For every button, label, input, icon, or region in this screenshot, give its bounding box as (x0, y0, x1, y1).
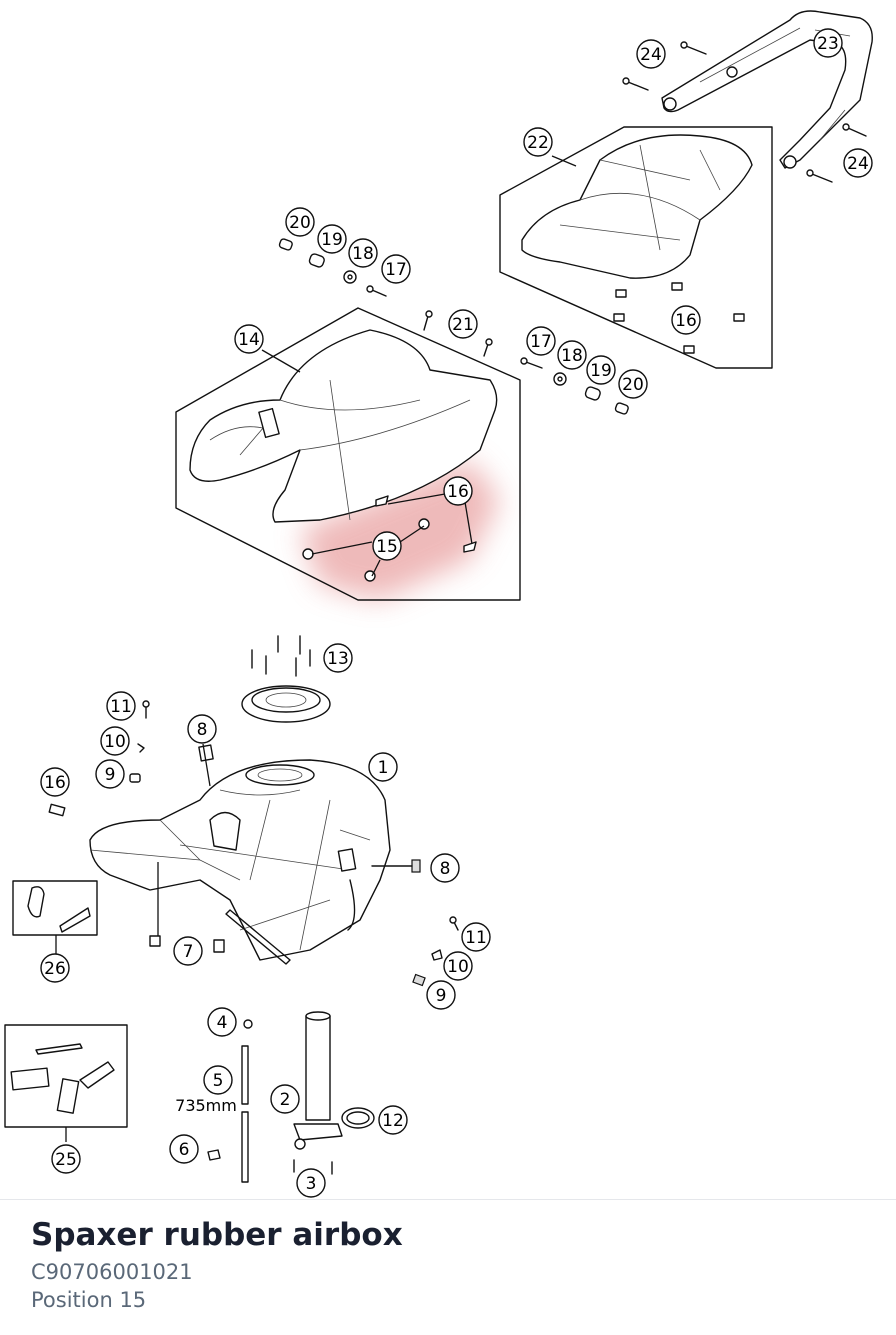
callout-14[interactable]: 14 (234, 324, 264, 354)
exploded-parts-diagram: 24 23 22 24 20 19 18 17 21 14 16 17 18 1… (4, 10, 873, 1198)
callout-26[interactable]: 26 (40, 953, 70, 983)
callout-16c[interactable]: 16 (40, 767, 70, 797)
screws-13 (251, 635, 311, 677)
callout-4[interactable]: 4 (207, 1007, 237, 1037)
callout-18b[interactable]: 18 (557, 340, 587, 370)
svg-text:16: 16 (447, 482, 469, 502)
callout-25[interactable]: 25 (51, 1144, 81, 1174)
part-position: Position 15 (31, 1288, 147, 1312)
svg-text:1: 1 (378, 758, 389, 778)
svg-text:18: 18 (352, 244, 374, 264)
part-number: C90706001021 (31, 1260, 193, 1284)
svg-text:24: 24 (847, 154, 869, 174)
callout-11b[interactable]: 11 (461, 922, 491, 952)
svg-text:14: 14 (238, 330, 260, 350)
svg-text:17: 17 (385, 260, 407, 280)
svg-text:15: 15 (376, 537, 398, 557)
callout-5[interactable]: 5 (203, 1065, 233, 1095)
svg-text:9: 9 (105, 765, 116, 785)
svg-text:2: 2 (280, 1090, 291, 1110)
callout-18a[interactable]: 18 (348, 238, 378, 268)
callout-15[interactable]: 15 (372, 531, 402, 561)
svg-text:22: 22 (527, 133, 549, 153)
svg-text:10: 10 (104, 732, 126, 752)
callout-16b[interactable]: 16 (443, 476, 473, 506)
callout-1[interactable]: 1 (368, 752, 398, 782)
callout-10a[interactable]: 10 (100, 726, 130, 756)
svg-text:10: 10 (447, 957, 469, 977)
svg-text:26: 26 (44, 959, 66, 979)
svg-text:11: 11 (465, 928, 487, 948)
part-info: Spaxer rubber airbox C90706001021 Positi… (31, 1212, 403, 1314)
svg-text:20: 20 (289, 213, 311, 233)
bolts-24 (622, 41, 867, 183)
svg-text:17: 17 (530, 332, 552, 352)
grab-handle (661, 10, 873, 169)
svg-text:5: 5 (213, 1071, 224, 1091)
divider (0, 1199, 896, 1200)
callout-19b[interactable]: 19 (586, 355, 616, 385)
callouts: 24 23 22 24 20 19 18 17 21 14 16 17 18 1… (40, 28, 873, 1198)
callout-10b[interactable]: 10 (443, 951, 473, 981)
svg-text:4: 4 (217, 1013, 228, 1033)
pillion-seat-frame (499, 126, 773, 369)
svg-text:19: 19 (321, 230, 343, 250)
callout-19a[interactable]: 19 (317, 224, 347, 254)
kit-26-box (12, 880, 98, 936)
callout-2[interactable]: 2 (270, 1084, 300, 1114)
svg-text:7: 7 (183, 942, 194, 962)
hardware-right (149, 859, 459, 987)
callout-20a[interactable]: 20 (285, 207, 315, 237)
svg-text:20: 20 (622, 375, 644, 395)
svg-text:8: 8 (197, 720, 208, 740)
svg-text:9: 9 (436, 986, 447, 1006)
leader-lines (55, 155, 577, 1142)
fuel-tank (89, 759, 391, 965)
callout-17b[interactable]: 17 (526, 326, 556, 356)
svg-text:24: 24 (640, 45, 662, 65)
svg-text:23: 23 (817, 34, 839, 54)
fuel-cap (241, 685, 331, 723)
callout-9b[interactable]: 9 (426, 980, 456, 1010)
svg-text:6: 6 (179, 1140, 190, 1160)
svg-text:12: 12 (382, 1111, 404, 1131)
callout-20b[interactable]: 20 (618, 369, 648, 399)
hardware-left (48, 700, 214, 817)
callout-3[interactable]: 3 (296, 1168, 326, 1198)
svg-text:13: 13 (327, 649, 349, 669)
length-label: 735mm (175, 1096, 237, 1115)
rider-seat-frame (175, 307, 521, 601)
callout-11a[interactable]: 11 (106, 691, 136, 721)
callout-23[interactable]: 23 (813, 28, 843, 58)
spacers-17-20-right (520, 357, 629, 415)
part-name: Spaxer rubber airbox (31, 1217, 403, 1253)
svg-text:3: 3 (306, 1174, 317, 1194)
callout-16a[interactable]: 16 (671, 305, 701, 335)
callout-22[interactable]: 22 (523, 127, 553, 157)
spacers-17-20-left (278, 238, 387, 297)
callout-17a[interactable]: 17 (381, 254, 411, 284)
svg-text:16: 16 (675, 311, 697, 331)
svg-text:8: 8 (440, 859, 451, 879)
callout-7[interactable]: 7 (173, 936, 203, 966)
svg-text:19: 19 (590, 361, 612, 381)
svg-text:16: 16 (44, 773, 66, 793)
callout-6[interactable]: 6 (169, 1134, 199, 1164)
callout-8a[interactable]: 8 (187, 714, 217, 744)
callout-24a[interactable]: 24 (636, 39, 666, 69)
callout-8b[interactable]: 8 (430, 853, 460, 883)
callout-21[interactable]: 21 (448, 309, 478, 339)
svg-text:21: 21 (452, 315, 474, 335)
svg-text:11: 11 (110, 697, 132, 717)
callout-24b[interactable]: 24 (843, 148, 873, 178)
svg-text:18: 18 (561, 346, 583, 366)
callout-9a[interactable]: 9 (95, 759, 125, 789)
screws-21 (423, 310, 493, 357)
fuel-pump-parts (207, 1011, 375, 1183)
svg-text:25: 25 (55, 1150, 77, 1170)
pillion-seat (521, 134, 753, 354)
callout-12[interactable]: 12 (378, 1105, 408, 1135)
rider-seat (189, 329, 498, 582)
callout-13[interactable]: 13 (323, 643, 353, 673)
